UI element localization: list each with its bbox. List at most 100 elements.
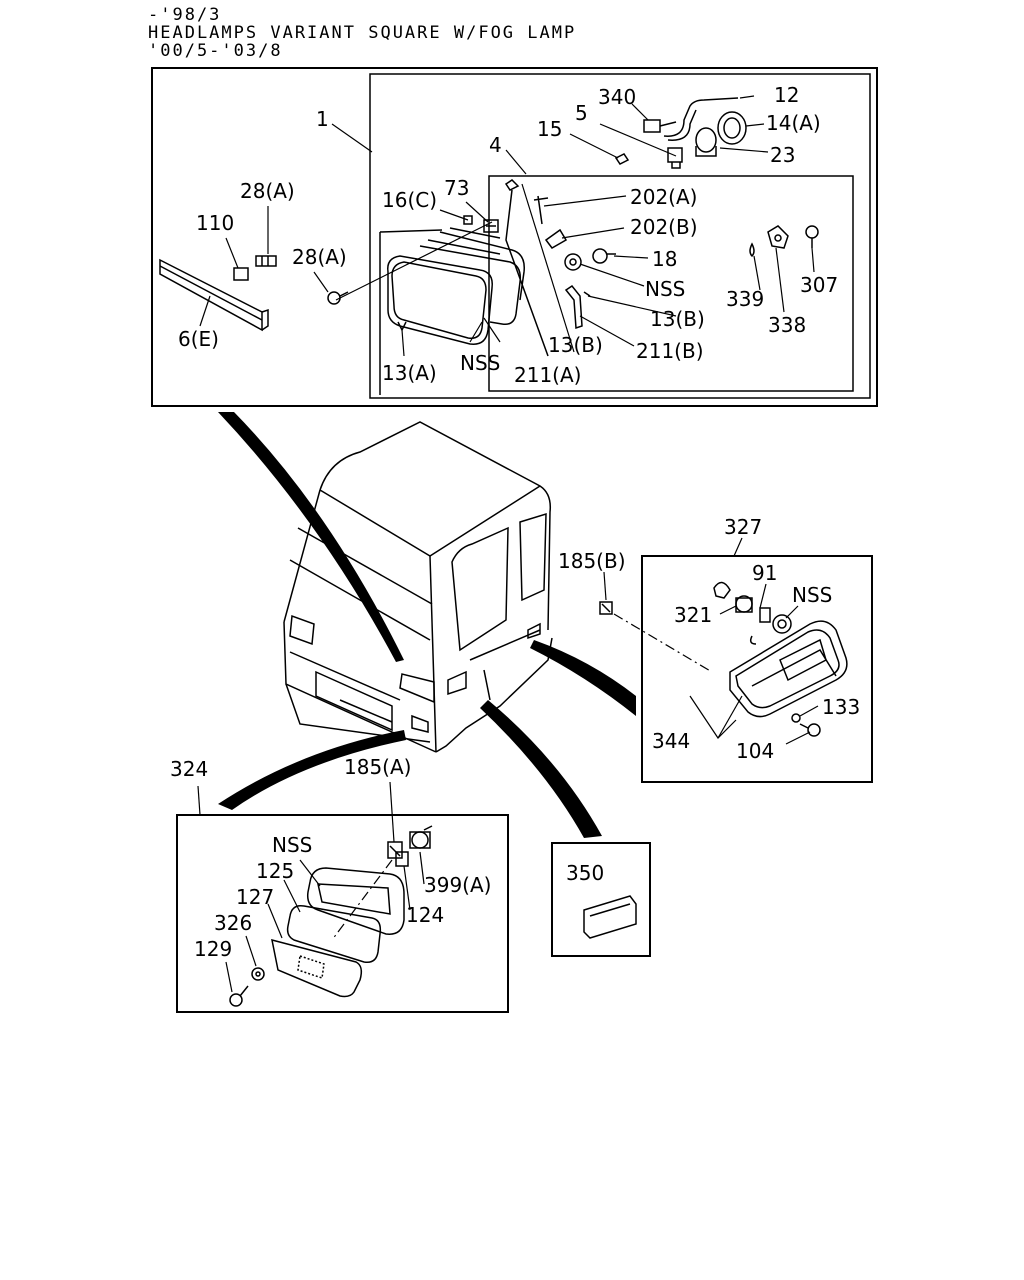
arc-350-connector	[480, 700, 602, 838]
fog-lamp-lens	[271, 938, 363, 998]
nut-185a	[387, 841, 403, 859]
callout-339: 339	[726, 287, 764, 311]
fog-lamp-housing	[306, 867, 405, 935]
callout-127: 127	[236, 885, 274, 909]
headlamp-lens	[387, 255, 493, 345]
callout-13a: 13(A)	[382, 361, 437, 385]
callout-14a: 14(A)	[766, 111, 821, 135]
callout-133: 133	[822, 695, 860, 719]
callout-23: 23	[770, 143, 795, 167]
bolt-18	[592, 248, 616, 264]
callout-73: 73	[444, 176, 469, 200]
bracket-202b	[544, 228, 568, 249]
callout-nss-head-right: NSS	[645, 277, 685, 301]
callout-327: 327	[724, 515, 762, 539]
clip-110	[233, 267, 249, 281]
callout-124: 124	[406, 903, 444, 927]
header-title: HEADLAMPS VARIANT SQUARE W/FOG LAMP	[148, 23, 577, 43]
side-lamp-centerline	[613, 613, 713, 673]
socket-399a	[409, 825, 433, 849]
mounting-bracket	[159, 258, 269, 332]
callout-nss-fog: NSS	[272, 833, 312, 857]
callout-129: 129	[194, 937, 232, 961]
harness-12	[663, 97, 739, 141]
actuator-338	[767, 225, 789, 249]
callout-350: 350	[566, 861, 604, 885]
callout-125: 125	[256, 859, 294, 883]
callout-nss-side: NSS	[792, 583, 832, 607]
bulb-340	[643, 119, 677, 133]
part-350-plate	[583, 895, 637, 939]
fog-lamp-centerline	[331, 859, 393, 941]
part-350-frame	[551, 842, 651, 957]
callout-185a: 185(A)	[344, 755, 411, 779]
screw-202a	[533, 195, 549, 225]
callout-13b-right: 13(B)	[650, 307, 705, 331]
arc-fog-lamp-connector	[218, 730, 406, 810]
arc-side-lamp-connector	[530, 640, 636, 716]
socket-321	[735, 595, 753, 613]
callout-91: 91	[752, 561, 777, 585]
nut-nss	[564, 253, 582, 271]
adjusting-rod-211a	[504, 179, 549, 357]
callout-326: 326	[214, 911, 252, 935]
side-lamp-frame	[641, 555, 873, 783]
callout-12: 12	[774, 83, 799, 107]
leader-28a-mid	[335, 221, 493, 301]
fog-lamp-leader-lines	[197, 781, 425, 993]
callout-340: 340	[598, 85, 636, 109]
callout-211a: 211(A)	[514, 363, 581, 387]
socket-321-top	[713, 581, 731, 599]
callout-6e: 6(E)	[178, 327, 219, 351]
callout-nss-head-mid: NSS	[460, 351, 500, 375]
clip-344	[749, 635, 757, 645]
callout-399a: 399(A)	[424, 873, 491, 897]
headlamp-subassembly-frame	[369, 73, 871, 399]
callout-28a-top: 28(A)	[240, 179, 295, 203]
callout-16c: 16(C)	[382, 188, 437, 212]
socket-23	[695, 127, 717, 157]
callout-15: 15	[537, 117, 562, 141]
gasket-nss-side	[772, 614, 792, 634]
callout-104: 104	[736, 739, 774, 763]
screw-104	[799, 723, 821, 737]
callout-13b-mid: 13(B)	[548, 333, 603, 357]
headlamp-top-edge	[379, 229, 443, 233]
callout-324: 324	[170, 757, 208, 781]
callout-1: 1	[316, 107, 329, 131]
headlamp-housing	[419, 227, 525, 326]
side-lamp-body	[729, 620, 848, 718]
bolt-28a-top	[255, 255, 277, 267]
callout-5: 5	[575, 101, 588, 125]
washer-133	[791, 713, 801, 723]
nut-185b	[599, 601, 613, 615]
arc-headlamp-connector	[218, 412, 404, 662]
gasket-127	[286, 904, 382, 964]
header-line-1: -'98/3	[148, 5, 222, 25]
adjusting-rod-211b	[564, 284, 583, 330]
fog-lamp-frame	[176, 814, 509, 1013]
callout-18: 18	[652, 247, 677, 271]
headlamp-leader-lines	[199, 95, 815, 357]
bulb-91	[759, 607, 771, 623]
clip-15	[614, 153, 630, 165]
callout-202a: 202(A)	[630, 185, 697, 209]
callout-338: 338	[768, 313, 806, 337]
screw-307	[805, 225, 819, 248]
leader-13b-mid	[521, 183, 575, 353]
bulb-5	[667, 147, 683, 169]
callout-28a-mid: 28(A)	[292, 245, 347, 269]
header-line-3: '00/5-'03/8	[148, 41, 283, 61]
callout-211b: 211(B)	[636, 339, 704, 363]
callout-344: 344	[652, 729, 690, 753]
callout-307: 307	[800, 273, 838, 297]
callout-202b: 202(B)	[630, 215, 698, 239]
callout-185b: 185(B)	[558, 549, 626, 573]
clip-13b-right	[583, 291, 591, 297]
side-lamp-leader-lines	[603, 537, 819, 745]
part-339	[749, 242, 755, 258]
washer-326	[251, 967, 265, 981]
cap-14a	[717, 111, 747, 145]
bolt-28a-mid	[327, 291, 349, 305]
